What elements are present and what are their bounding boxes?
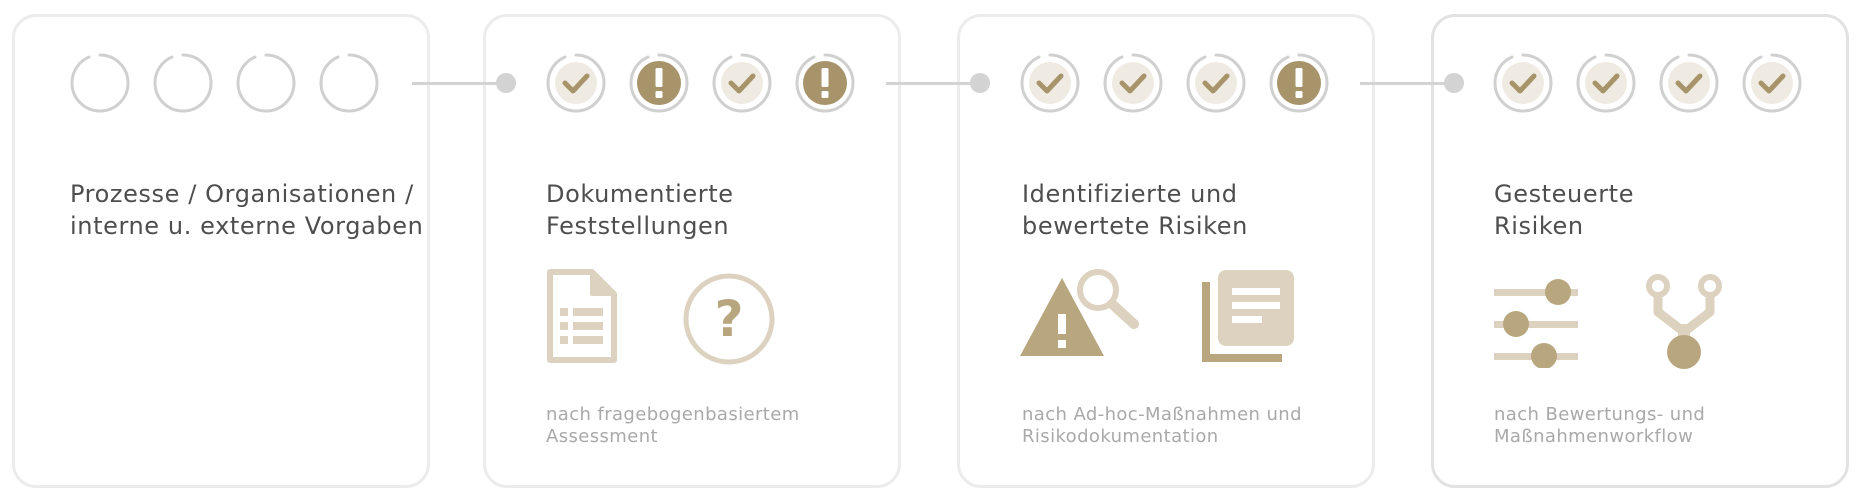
stage-panel-1 [12, 14, 430, 488]
workflow-merge-icon [1646, 272, 1722, 370]
check-circle-icon [545, 52, 607, 114]
svg-text:?: ? [714, 290, 743, 348]
stage-connector-3 [1360, 73, 1464, 93]
check-circle-icon [1019, 52, 1081, 114]
connector-dot [1444, 73, 1464, 93]
connector-dot [496, 73, 516, 93]
empty-circle-icon [235, 52, 297, 114]
stage-connector-2 [886, 73, 990, 93]
empty-circle-icon [69, 52, 131, 114]
check-circle-icon [1658, 52, 1720, 114]
check-circle-icon [711, 52, 773, 114]
warning-circle-icon [628, 52, 690, 114]
empty-circle-icon [318, 52, 380, 114]
sliders-icon [1494, 276, 1580, 368]
check-circle-icon [1102, 52, 1164, 114]
empty-circle-icon [152, 52, 214, 114]
check-circle-icon [1492, 52, 1554, 114]
connector-dot [970, 73, 990, 93]
check-circle-icon [1185, 52, 1247, 114]
warning-circle-icon [794, 52, 856, 114]
warning-circle-icon [1268, 52, 1330, 114]
stage-subtitle: nach Bewertungs- und Maßnahmenworkflow [1494, 404, 1706, 447]
stage-subtitle: nach Ad-hoc-Maßnahmen und Risikodokument… [1022, 404, 1302, 447]
stage-title: Prozesse / Organisationen / interne u. e… [70, 180, 424, 240]
document-stack-icon [1202, 268, 1296, 362]
question-circle-icon: ? [682, 272, 776, 366]
document-list-icon [546, 268, 618, 364]
warning-search-icon [1020, 268, 1140, 362]
stage-subtitle: nach fragebogenbasiertem Assessment [546, 404, 800, 447]
check-circle-icon [1741, 52, 1803, 114]
stage-title: Identifizierte und bewertete Risiken [1022, 180, 1248, 240]
stage-title: Dokumentierte Feststellungen [546, 180, 734, 240]
check-circle-icon [1575, 52, 1637, 114]
stage-title: Gesteuerte Risiken [1494, 180, 1635, 240]
stage-connector-1 [412, 73, 516, 93]
